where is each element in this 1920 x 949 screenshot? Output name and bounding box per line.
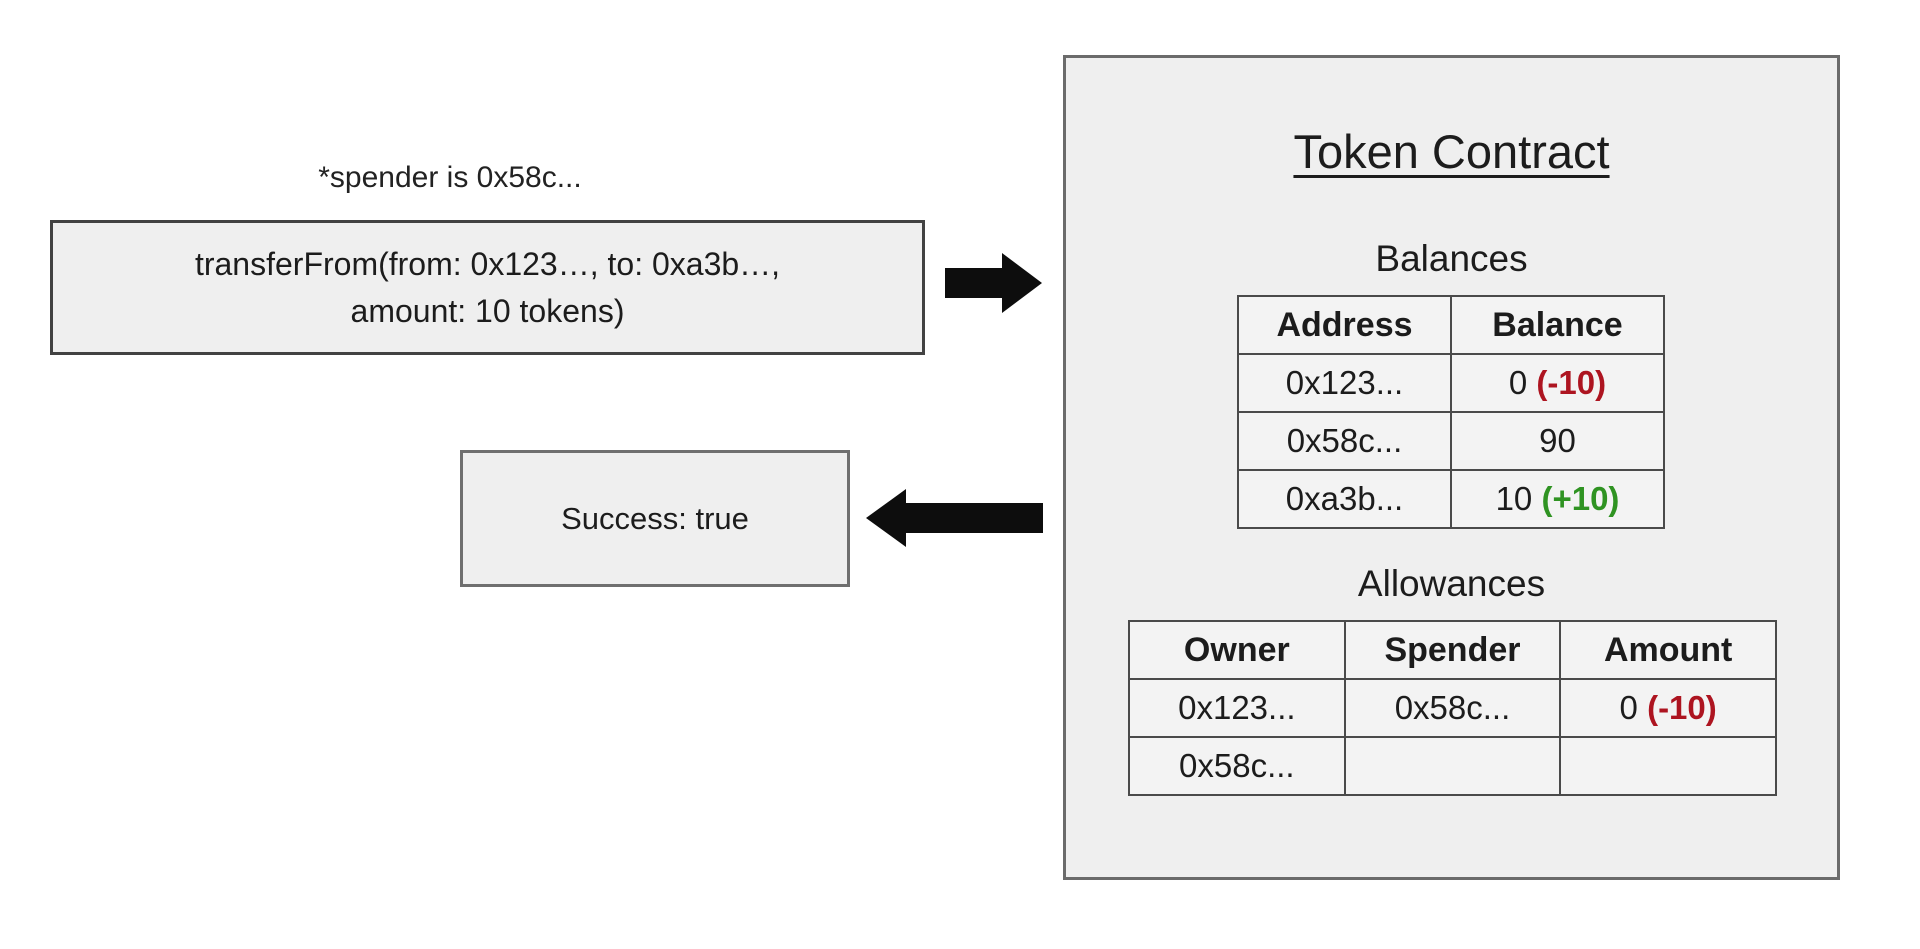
table-row: 0x123... 0x58c... 0 (-10) (1128, 678, 1777, 738)
table-row: 0x58c... (1128, 736, 1777, 796)
balance-value: 90 (1539, 422, 1576, 459)
allowances-col-owner: Owner (1128, 620, 1346, 680)
token-contract-title: Token Contract (1293, 125, 1610, 178)
success-result-label: Success: true (561, 500, 749, 536)
allowances-spender-cell (1343, 736, 1562, 796)
balances-address-cell: 0xa3b... (1237, 469, 1452, 529)
allowances-header-row: Owner Spender Amount (1128, 620, 1777, 680)
allowances-col-amount: Amount (1559, 620, 1777, 680)
balances-heading: Balances (1375, 238, 1528, 279)
address-value: 0xa3b... (1285, 480, 1404, 517)
left-arrow-icon (866, 489, 1043, 547)
balance-delta: (-10) (1536, 364, 1607, 401)
table-row: 0x123... 0 (-10) (1237, 353, 1665, 413)
balance-value: 0 (1508, 364, 1528, 401)
balances-address-cell: 0x123... (1237, 353, 1452, 413)
allowances-col-spender: Spender (1343, 620, 1562, 680)
success-result-box: Success: true (460, 450, 850, 587)
balances-header-row: Address Balance (1237, 295, 1665, 355)
amount-value: 0 (1619, 689, 1638, 726)
allowances-owner-cell: 0x123... (1128, 678, 1346, 738)
table-row: 0xa3b... 10 (+10) (1237, 469, 1665, 529)
balances-table: Address Balance 0x123... 0 (-10) 0x58c..… (1237, 295, 1665, 529)
right-arrow-icon (945, 253, 1042, 313)
allowances-table: Owner Spender Amount 0x123... 0x58c... 0… (1128, 620, 1777, 796)
balances-col-balance: Balance (1450, 295, 1665, 355)
balances-balance-cell: 0 (-10) (1450, 353, 1665, 413)
allowances-spender-cell: 0x58c... (1343, 678, 1562, 738)
balances-balance-cell: 10 (+10) (1450, 469, 1665, 529)
transfer-from-call-line1: transferFrom(from: 0x123…, to: 0xa3b…, (194, 245, 781, 282)
spender-note: *spender is 0x58c... (318, 161, 582, 194)
allowances-owner-cell: 0x58c... (1128, 736, 1346, 796)
table-row: 0x58c... 90 (1237, 411, 1665, 471)
token-contract-box: Token Contract Balances Address Balance … (1063, 55, 1840, 880)
balance-delta: (+10) (1541, 480, 1620, 517)
allowances-amount-cell: 0 (-10) (1559, 678, 1777, 738)
allowances-heading: Allowances (1357, 563, 1546, 604)
owner-value: 0x123... (1178, 689, 1296, 726)
balances-balance-cell: 90 (1450, 411, 1665, 471)
transfer-from-call-line2: amount: 10 tokens) (350, 292, 625, 329)
balance-value: 10 (1495, 480, 1533, 517)
allowances-amount-cell (1559, 736, 1777, 796)
transfer-from-call-box: transferFrom(from: 0x123…, to: 0xa3b…, a… (50, 220, 925, 355)
address-value: 0x123... (1285, 364, 1404, 401)
balances-col-address: Address (1237, 295, 1452, 355)
balances-address-cell: 0x58c... (1237, 411, 1452, 471)
owner-value: 0x58c... (1179, 747, 1295, 784)
amount-delta: (-10) (1647, 689, 1717, 726)
spender-value: 0x58c... (1394, 689, 1511, 726)
address-value: 0x58c... (1286, 422, 1403, 459)
